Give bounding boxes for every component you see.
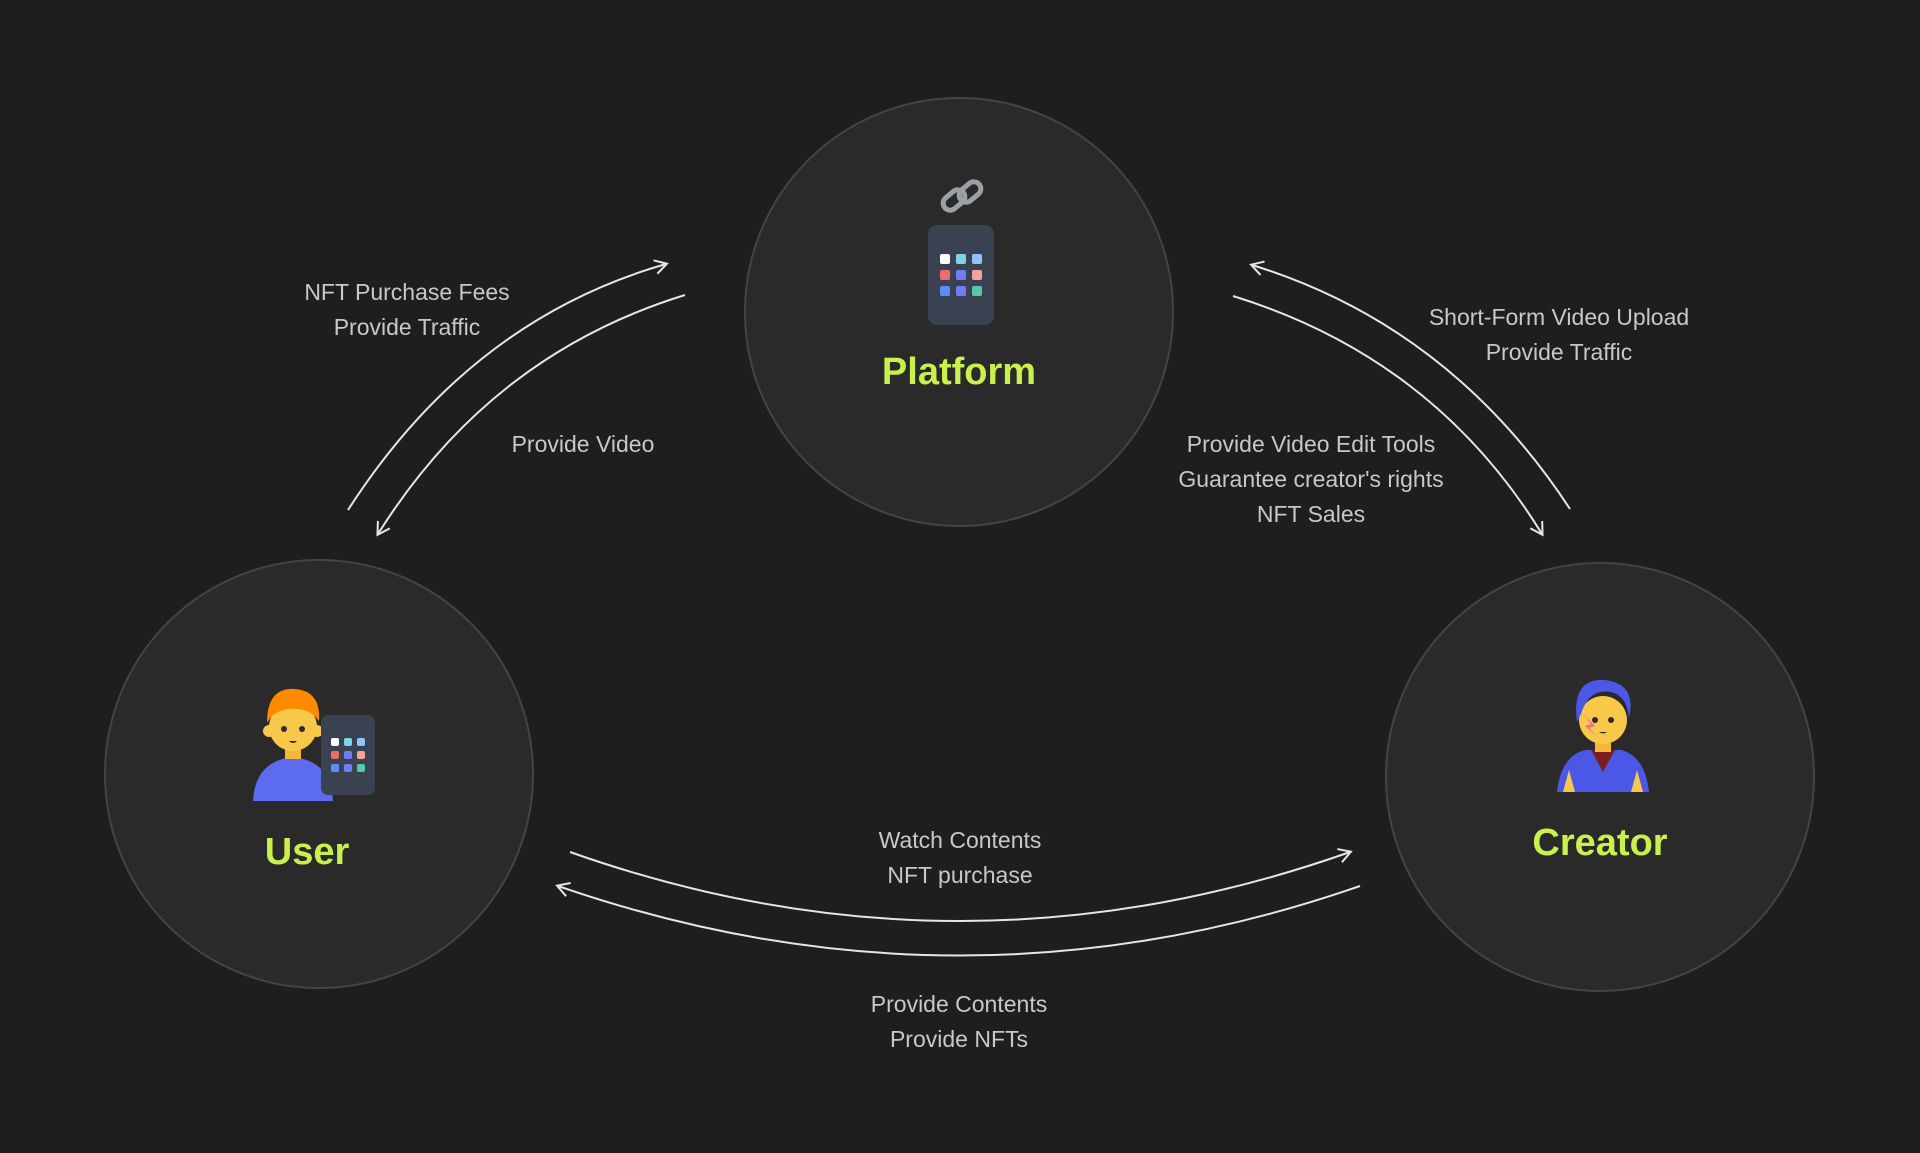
label-line: NFT Sales <box>1256 501 1366 527</box>
label-line: Provide Traffic <box>333 314 481 340</box>
label-platform-to-creator: Provide Video Edit Tools Guarantee creat… <box>1166 427 1456 532</box>
user-node: User <box>104 559 534 989</box>
label-platform-to-user: Provide Video <box>498 427 668 462</box>
label-line: Guarantee creator's rights <box>1178 466 1444 492</box>
label-line: Provide NFTs <box>889 1026 1029 1052</box>
link-icon <box>939 174 985 225</box>
label-line: Provide Contents <box>870 991 1048 1017</box>
creator-avatar-icon <box>1555 674 1651 797</box>
arrow-platform-to-user <box>376 294 686 537</box>
label-creator-to-user: Provide Contents Provide NFTs <box>840 987 1078 1057</box>
label-line: Provide Video <box>511 431 655 457</box>
arrow-creator-to-platform <box>1249 260 1571 510</box>
label-line: Provide Video Edit Tools <box>1186 431 1436 457</box>
user-title: User <box>264 831 350 873</box>
arrow-platform-to-creator <box>1232 295 1544 537</box>
label-line: Watch Contents <box>878 827 1042 853</box>
label-line: NFT purchase <box>887 862 1033 888</box>
label-user-to-creator: Watch Contents NFT purchase <box>840 823 1080 893</box>
platform-title: Platform <box>881 351 1037 393</box>
creator-node: Creator <box>1385 562 1815 992</box>
label-line: NFT Purchase Fees <box>304 279 510 305</box>
arrow-user-to-creator <box>569 848 1353 922</box>
app-grid-icon <box>928 225 994 330</box>
arrow-creator-to-user <box>555 881 1361 957</box>
label-line: Short-Form Video Upload <box>1428 304 1690 330</box>
arrow-user-to-platform <box>347 259 669 511</box>
platform-node: Platform <box>744 97 1174 527</box>
person-with-tablet-icon <box>251 683 375 806</box>
label-creator-to-platform: Short-Form Video Upload Provide Traffic <box>1414 300 1704 370</box>
creator-title: Creator <box>1532 822 1668 864</box>
label-user-to-platform: NFT Purchase Fees Provide Traffic <box>302 275 512 345</box>
label-line: Provide Traffic <box>1485 339 1633 365</box>
